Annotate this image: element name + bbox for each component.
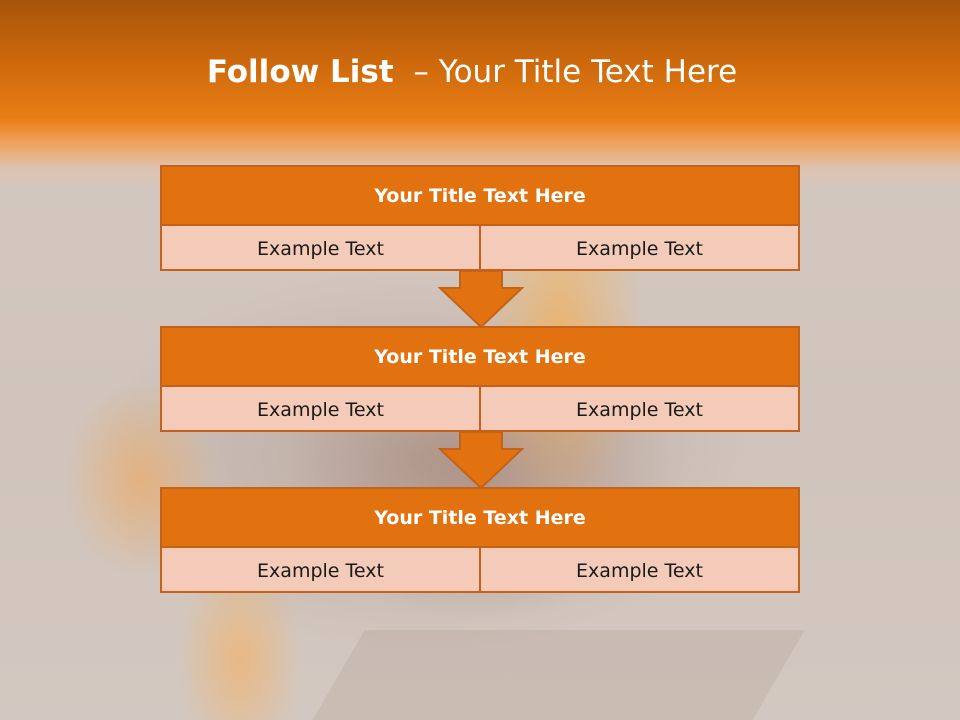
down-arrow-icon <box>438 431 524 489</box>
step-2-right-cell: Example Text <box>479 387 798 432</box>
step-title-3: Your Title Text Here <box>162 489 798 548</box>
step-1-right-cell: Example Text <box>479 226 798 271</box>
step-2-left-cell: Example Text <box>257 398 384 421</box>
header-band <box>0 0 960 190</box>
step-3-right-cell: Example Text <box>479 548 798 593</box>
slide-title: Follow List – Your Title Text Here <box>0 54 944 90</box>
step-title-1: Your Title Text Here <box>162 167 798 226</box>
slide-title-rest: – Your Title Text Here <box>393 54 738 90</box>
step-3-left-cell: Example Text <box>257 559 384 582</box>
step-box-3: Your Title Text Here Example Text Exampl… <box>160 487 800 593</box>
step-box-2: Your Title Text Here Example Text Exampl… <box>160 326 800 432</box>
down-arrow-icon <box>438 270 524 328</box>
step-box-1: Your Title Text Here Example Text Exampl… <box>160 165 800 271</box>
background-roof-shape <box>295 630 805 720</box>
slide-title-bold: Follow List <box>206 54 394 90</box>
step-title-2: Your Title Text Here <box>162 328 798 387</box>
step-1-left-cell: Example Text <box>257 237 384 260</box>
